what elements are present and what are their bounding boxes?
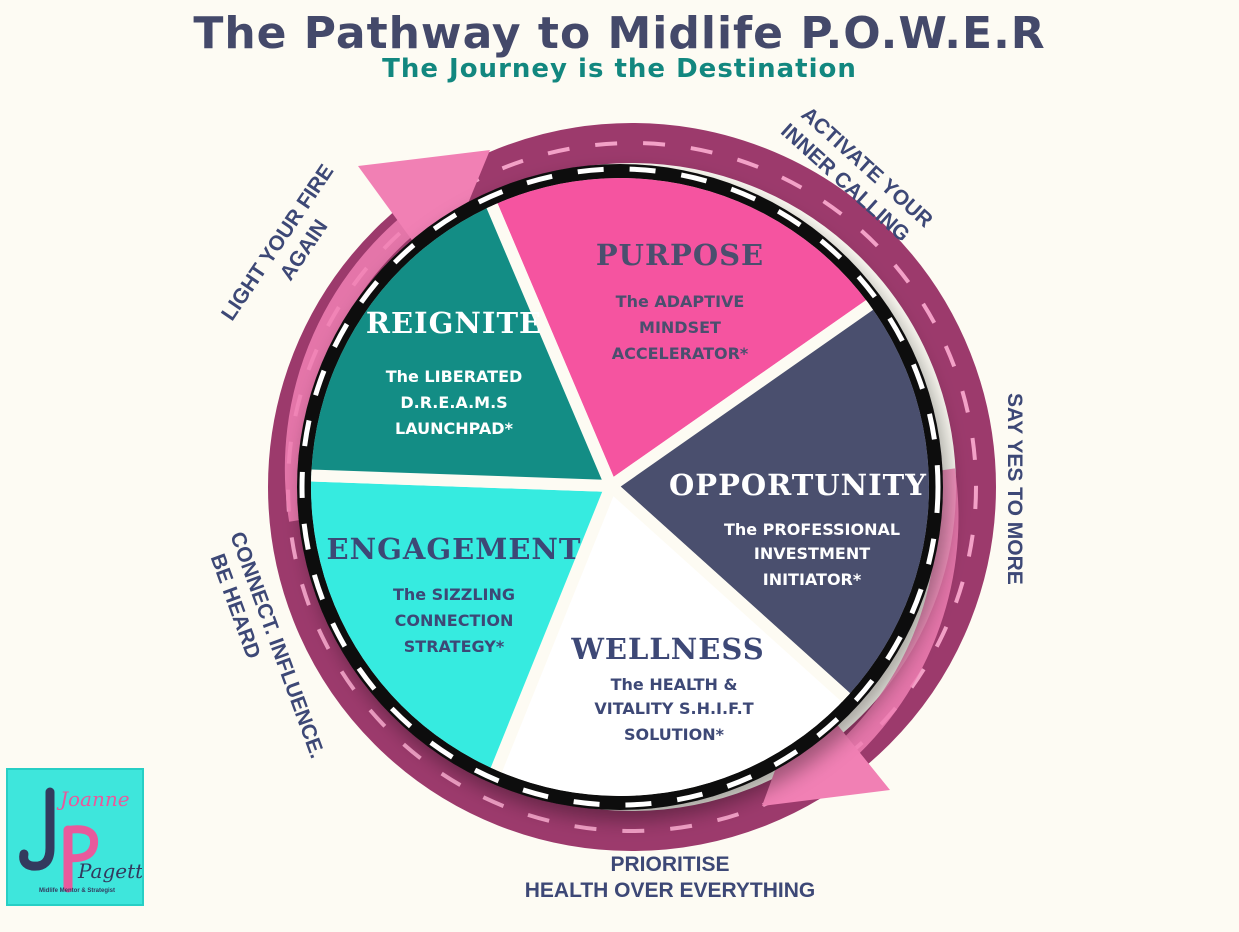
segment-title-reignite: REIGNITE (366, 306, 542, 340)
road-dashes (299, 166, 941, 808)
segment-desc-wellness-3: SOLUTION* (624, 725, 725, 744)
segment-desc-reignite-2: D.R.E.A.M.S (400, 393, 507, 412)
segment-desc-engagement-3: STRATEGY* (404, 637, 505, 656)
outer-ring-dashes (286, 141, 978, 833)
segment-desc-engagement-1: The SIZZLING (393, 585, 515, 604)
segment-title-opportunity: OPPORTUNITY (669, 468, 927, 502)
page-title: The Pathway to Midlife P.O.W.E.R (193, 8, 1046, 59)
top-left-arrowhead (358, 150, 490, 276)
logo-last-name: Pagett (77, 859, 142, 883)
segment-desc-wellness-2: VITALITY S.H.I.F.T (594, 699, 753, 718)
segment-reignite (311, 178, 621, 493)
segment-desc-engagement-2: CONNECTION (395, 611, 514, 630)
side-label-right: SAY YES TO MORE (1003, 393, 1026, 585)
logo-tagline: Midlife Mentor & Strategist (38, 888, 115, 894)
bottom-right-arrowhead (762, 686, 890, 806)
segment-desc-wellness-1: The HEALTH & (611, 675, 738, 694)
logo-first-name: Joanne (56, 787, 130, 811)
segment-title-wellness: WELLNESS (570, 632, 764, 666)
segment-desc-reignite-3: LAUNCHPAD* (395, 419, 514, 438)
brand-logo: Joanne Pagett Midlife Mentor & Strategis… (6, 768, 144, 906)
logo-monogram-icon: Joanne Pagett (19, 787, 142, 893)
segment-desc-reignite-1: The LIBERATED (386, 367, 523, 386)
segment-desc-opportunity-1: The PROFESSIONAL (724, 520, 900, 539)
bottom-label: PRIORITISE HEALTH OVER EVERYTHING (480, 852, 860, 904)
segment-title-purpose: PURPOSE (596, 238, 764, 272)
segment-title-engagement: ENGAGEMENT (326, 532, 581, 566)
left-arrow-band (284, 190, 448, 522)
bottom-label-line-2: HEALTH OVER EVERYTHING (524, 879, 816, 902)
segment-desc-opportunity-3: INITIATOR* (763, 570, 862, 589)
segment-desc-purpose-1: The ADAPTIVE (616, 292, 745, 311)
segment-desc-purpose-3: ACCELERATOR* (612, 344, 749, 363)
page-subtitle: The Journey is the Destination (382, 54, 857, 84)
segment-desc-opportunity-2: INVESTMENT (754, 544, 870, 563)
segment-desc-purpose-2: MINDSET (639, 318, 721, 337)
bottom-label-line-1: PRIORITISE (610, 853, 730, 876)
segment-engagement (311, 465, 620, 796)
